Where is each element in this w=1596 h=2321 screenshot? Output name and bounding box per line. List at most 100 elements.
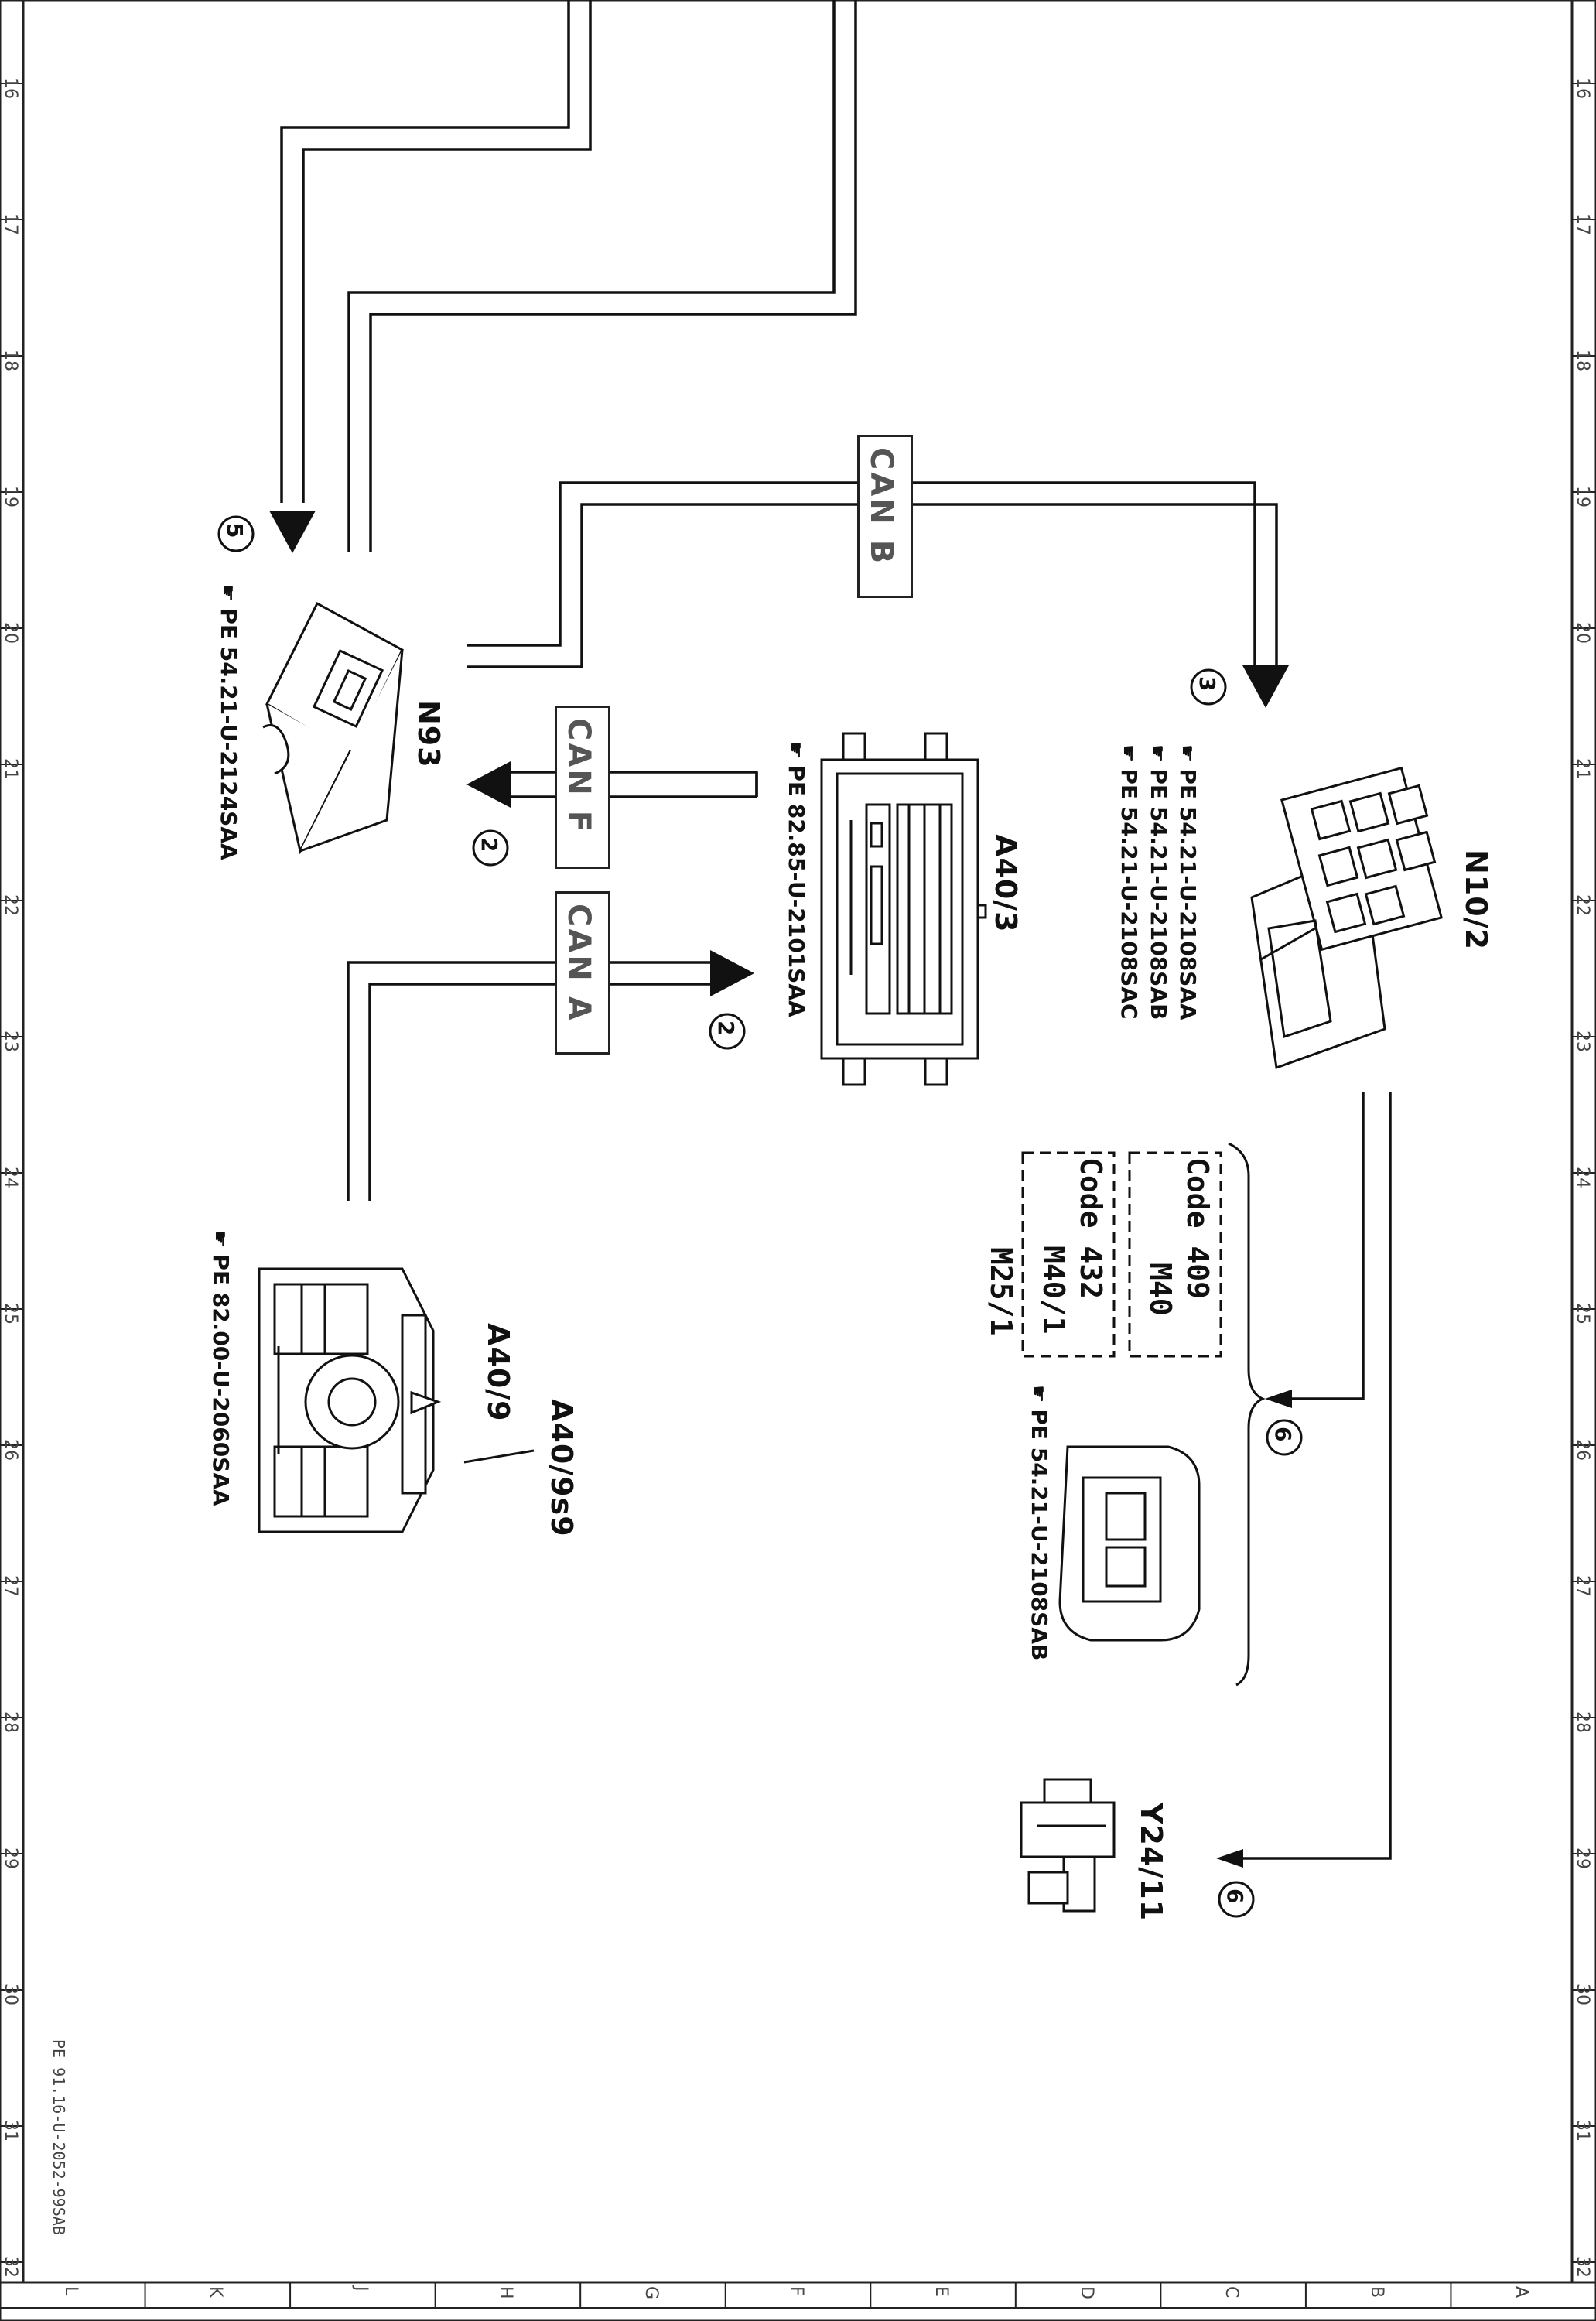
ruler-number-left: 22 [1, 894, 20, 916]
n93-label: N93 [412, 700, 446, 768]
column-letter: B [1366, 2286, 1386, 2299]
marker-y24-circle [1218, 1881, 1255, 1918]
ruler-number-right: 32 [1573, 2256, 1592, 2278]
marker-n93: 5 [222, 523, 248, 538]
column-ticks [144, 2282, 1452, 2308]
n93-module-drawing [262, 601, 404, 855]
ruler-number-left: 30 [1, 1984, 20, 2005]
pointing-hand-icon: ☛ [208, 1230, 231, 1249]
pointing-hand-icon: ☛ [1116, 744, 1140, 763]
ruler-number-left: 19 [1, 486, 20, 508]
ruler-number-right: 17 [1573, 214, 1592, 235]
y24-11-label: Y24/11 [1134, 1803, 1168, 1922]
marker-n10-2-circle [1190, 668, 1227, 706]
ruler-number-left: 17 [1, 214, 20, 235]
marker-y24: 6 [1222, 1889, 1248, 1904]
a40-3-module-drawing [820, 732, 987, 1086]
can-a-label-box [555, 891, 610, 1055]
ruler-number-right: 19 [1573, 486, 1592, 508]
can-a-bus [347, 950, 754, 1201]
drawing-reference-number: PE 91.16-U-2052-99SAB [50, 2039, 68, 2235]
n10-2-module-drawing [1250, 766, 1443, 1070]
ruler-number-right: 27 [1573, 1575, 1592, 1597]
pointing-hand-icon: ☛ [1175, 744, 1198, 763]
ruler-number-right: 24 [1573, 1167, 1592, 1188]
pointing-hand-icon: ☛ [216, 584, 239, 603]
ruler-number-right: 20 [1573, 622, 1592, 644]
marker-m40-circle [1266, 1419, 1303, 1456]
ruler-number-right: 25 [1573, 1303, 1592, 1325]
ruler-ticks [0, 83, 1596, 2263]
m25-1-text: M25/1 [984, 1247, 1018, 1336]
ruler-number-right: 16 [1573, 77, 1592, 99]
can-b-label: CAN B [863, 447, 899, 566]
column-letter: G [641, 2286, 661, 2300]
wire-to-m40 [1265, 1092, 1365, 1408]
marker-n10-2: 3 [1194, 676, 1220, 692]
a40-3-label: A40/3 [989, 834, 1023, 933]
ruler-number-left: 27 [1, 1575, 20, 1597]
ruler-number-left: 26 [1, 1439, 20, 1461]
code-432-box [1021, 1151, 1116, 1358]
ruler-number-right: 21 [1573, 758, 1592, 780]
n93-arrow-head [269, 511, 316, 553]
column-letter: A [1512, 2286, 1532, 2299]
ruler-number-left: 16 [1, 77, 20, 99]
column-letter: D [1076, 2286, 1096, 2299]
ruler-number-left: 25 [1, 1303, 20, 1325]
column-letter: E [931, 2286, 952, 2297]
can-f-arrow-head [466, 761, 511, 808]
can-b-label-box [857, 435, 913, 598]
pointing-hand-icon: ☛ [784, 741, 807, 760]
m40-ref: ☛PE 54.21-U-2108SAB [1027, 1385, 1052, 1661]
code-409-box [1128, 1151, 1222, 1358]
ruler-number-right: 28 [1573, 1711, 1592, 1733]
m40-text: M40 [1143, 1263, 1177, 1316]
pointing-hand-icon: ☛ [1027, 1385, 1050, 1403]
column-letter: J [350, 2286, 371, 2292]
n10-2-ref-2: ☛PE 54.21-U-2108SAB [1146, 744, 1171, 1020]
ruler-number-left: 24 [1, 1167, 20, 1188]
a40-9-ref: ☛PE 82.00-U-2060SAA [208, 1230, 234, 1506]
ruler-number-right: 29 [1573, 1848, 1592, 1869]
ruler-number-left: 20 [1, 622, 20, 644]
ruler-number-left: 18 [1, 350, 20, 371]
a40-3-ref: ☛PE 82.85-U-2101SAA [784, 741, 809, 1017]
can-f-label: CAN F [561, 718, 596, 835]
marker-can-a: 2 [713, 1020, 739, 1036]
wire-to-y24 [1216, 1092, 1392, 1868]
column-letter: L [60, 2286, 80, 2296]
marker-m40: 6 [1270, 1427, 1296, 1442]
marker-can-a-circle [709, 1013, 746, 1050]
a40-9-module-drawing [258, 1267, 535, 1533]
column-letter: C [1222, 2286, 1242, 2299]
m40-actuator-drawing [1058, 1445, 1201, 1642]
m40-group-brace [1228, 1142, 1266, 1687]
can-a-arrow-head [710, 950, 754, 996]
marker-n93-circle [217, 515, 255, 552]
marker-can-f: 2 [477, 837, 502, 853]
a40-9-label: A40/9 [481, 1323, 515, 1422]
y24-11-valve-drawing [1020, 1778, 1116, 1913]
ruler-number-right: 31 [1573, 2120, 1592, 2142]
a40-9s9-label: A40/9s9 [545, 1399, 579, 1537]
ruler-number-left: 32 [1, 2256, 20, 2278]
n10-2-ref-1: ☛PE 54.21-U-2108SAA [1175, 744, 1201, 1020]
n10-2-arrow-head [1242, 665, 1289, 708]
n10-2-label: N10/2 [1459, 849, 1493, 951]
column-letter: F [786, 2286, 806, 2296]
ruler-number-left: 21 [1, 758, 20, 780]
can-b-bus [467, 481, 1289, 708]
can-f-bus [466, 761, 758, 808]
wire-harness-top-left [269, 0, 857, 553]
pointing-hand-icon: ☛ [1146, 744, 1169, 763]
ruler-number-left: 23 [1, 1031, 20, 1052]
n93-ref: ☛PE 54.21-U-2124SAA [216, 584, 241, 860]
m40-1-text: M40/1 [1037, 1246, 1071, 1335]
code-409-text: Code 409 [1181, 1157, 1215, 1300]
ruler-number-left: 31 [1, 2120, 20, 2142]
n10-2-ref-3: ☛PE 54.21-U-2108SAC [1116, 744, 1142, 1020]
